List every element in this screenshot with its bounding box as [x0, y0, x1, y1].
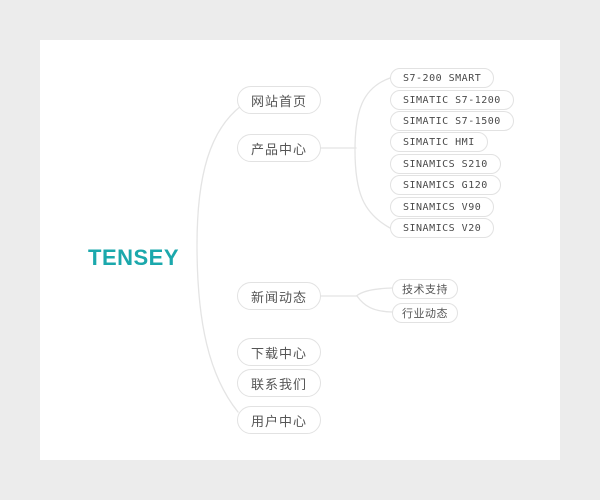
tensey-logo[interactable]: TENSEY: [88, 245, 180, 270]
node-industry-news[interactable]: 行业动态: [392, 303, 458, 323]
node-sinamics-v20[interactable]: SINAMICS V20: [390, 218, 495, 238]
node-simatic-hmi[interactable]: SIMATIC HMI: [390, 132, 488, 152]
node-home[interactable]: 网站首页: [237, 86, 321, 114]
node-sinamics-s210[interactable]: SINAMICS S210: [390, 154, 501, 174]
node-sinamics-v90[interactable]: SINAMICS V90: [390, 197, 495, 217]
node-s7-200-smart[interactable]: S7-200 SMART: [390, 68, 495, 88]
node-sinamics-g120[interactable]: SINAMICS G120: [390, 175, 501, 195]
node-contact-us[interactable]: 联系我们: [237, 369, 321, 397]
node-simatic-s7-1500[interactable]: SIMATIC S7-1500: [390, 111, 514, 131]
node-download-center[interactable]: 下载中心: [237, 338, 321, 366]
node-user-center[interactable]: 用户中心: [237, 406, 321, 434]
node-tech-support[interactable]: 技术支持: [392, 279, 458, 299]
node-simatic-s7-1200[interactable]: SIMATIC S7-1200: [390, 90, 514, 110]
node-product-center[interactable]: 产品中心: [237, 134, 321, 162]
node-news[interactable]: 新闻动态: [237, 282, 321, 310]
